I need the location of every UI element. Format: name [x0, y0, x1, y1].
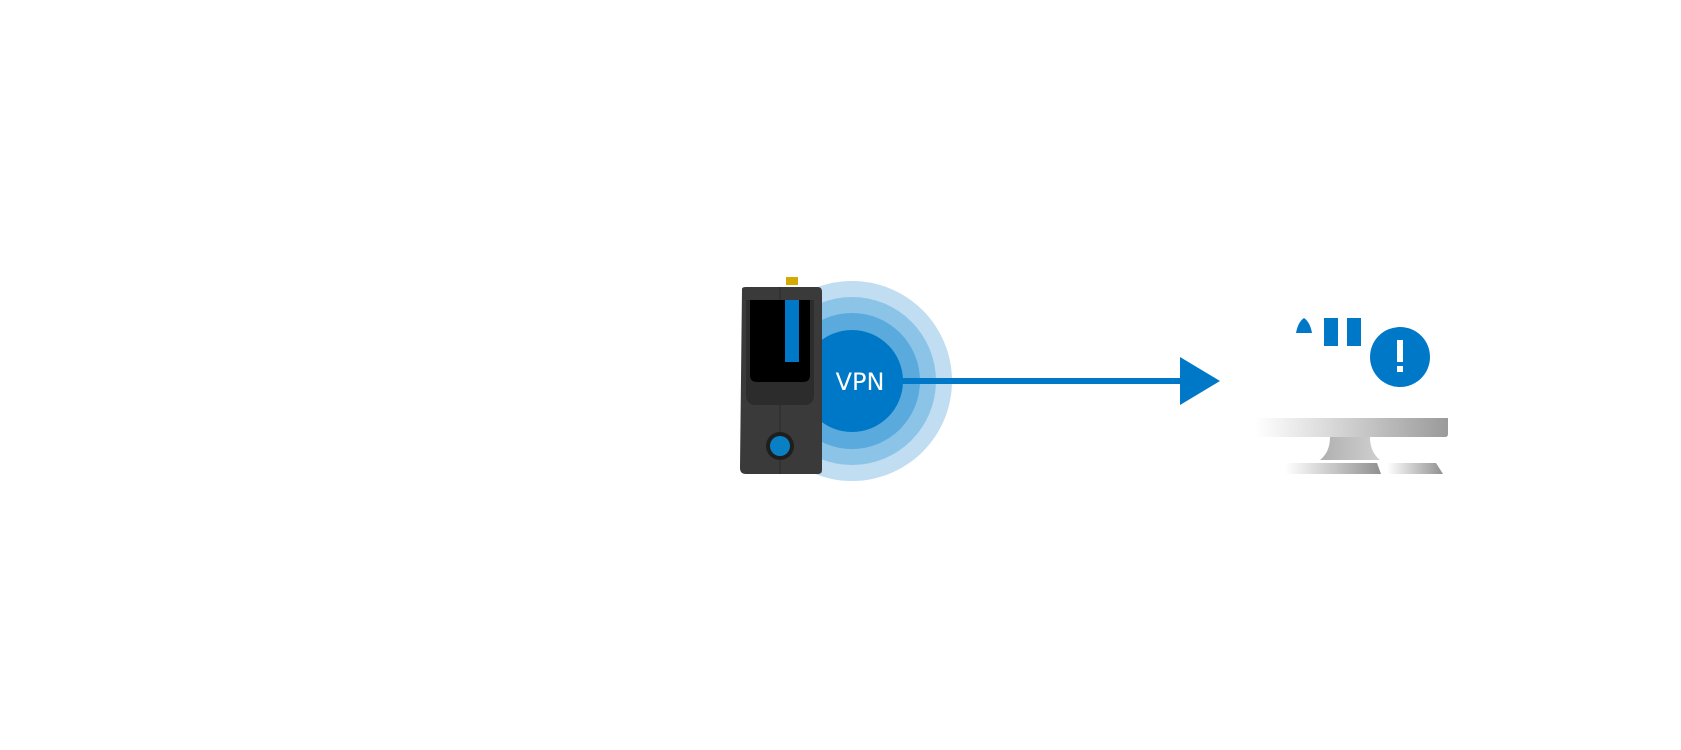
alert-dot — [1397, 366, 1403, 372]
device-power-button[interactable] — [770, 436, 790, 456]
monitor-bezel — [1255, 418, 1448, 437]
monitor-base-right — [1387, 463, 1443, 474]
monitor-icon — [1255, 418, 1448, 474]
vpn-core — [801, 330, 903, 432]
device-status-bar — [785, 300, 799, 362]
device-screen — [750, 300, 810, 382]
alert-icon — [1370, 327, 1430, 387]
arrow-line — [900, 378, 1185, 384]
connection-arrow — [900, 357, 1220, 405]
server-device-icon — [740, 277, 822, 474]
monitor-base-left — [1285, 463, 1381, 474]
alert-mark — [1397, 340, 1403, 362]
signal-arc — [1296, 318, 1312, 333]
vpn-label: VPN — [836, 368, 885, 396]
signal-bars-icon — [1296, 318, 1361, 346]
device-antenna — [786, 277, 798, 285]
signal-bar-2 — [1347, 318, 1361, 346]
arrow-head — [1180, 357, 1220, 405]
monitor-stand — [1320, 437, 1380, 460]
signal-bar-1 — [1324, 318, 1338, 346]
